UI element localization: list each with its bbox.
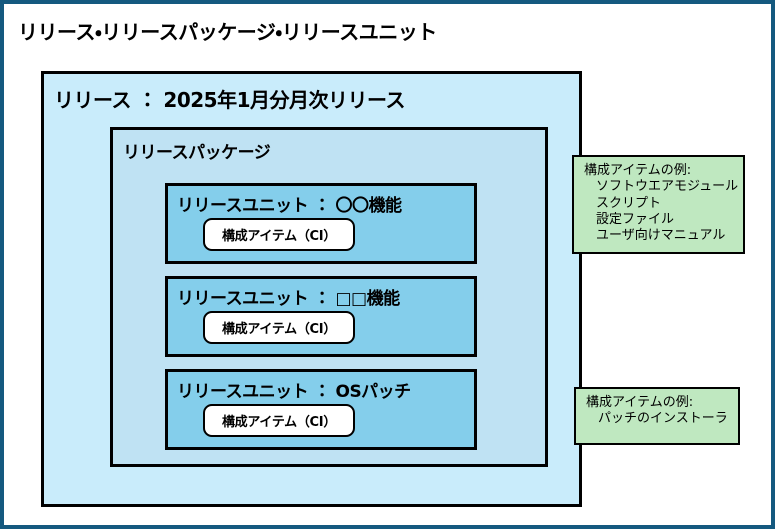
release-unit-box-3[interactable]: リリースユニット ： OSパッチ 構成アイテム（CI）	[165, 369, 477, 450]
callout-box-1: 構成アイテムの例: ソフトウエアモジュール スクリプト 設定ファイル ユーザ向け…	[572, 155, 745, 254]
configuration-item-label-3: 構成アイテム（CI）	[221, 415, 337, 430]
page-title: リリース・リリースパッケージ・リリースユニット	[18, 20, 437, 44]
configuration-item-pill-2[interactable]: 構成アイテム（CI）	[203, 311, 355, 344]
callout-list-item: パッチのインストーラ	[598, 411, 728, 427]
configuration-item-label-2: 構成アイテム（CI）	[221, 322, 337, 337]
callout-title-2: 構成アイテムの例:	[586, 395, 694, 410]
callout-list-item: スクリプト	[596, 195, 662, 211]
release-unit-label-2: リリースユニット ： □□機能	[177, 289, 400, 309]
callout-list-item: ソフトウエアモジュール	[596, 179, 739, 195]
callout-list-2: パッチのインストーラ	[586, 411, 730, 427]
release-box[interactable]: リリース ： 2025年1月分月次リリース リリースパッケージ リリースユニット…	[41, 71, 582, 507]
release-unit-label-1: リリースユニット ： 〇〇機能	[177, 196, 402, 216]
callout-list-item: ユーザ向けマニュアル	[596, 228, 726, 243]
release-unit-box-1[interactable]: リリースユニット ： 〇〇機能 構成アイテム（CI）	[165, 183, 477, 264]
callout-list-1: ソフトウエアモジュール スクリプト 設定ファイル ユーザ向けマニュアル	[584, 179, 739, 244]
configuration-item-pill-3[interactable]: 構成アイテム（CI）	[203, 404, 355, 437]
configuration-item-pill-1[interactable]: 構成アイテム（CI）	[203, 218, 355, 251]
release-package-box[interactable]: リリースパッケージ リリースユニット ： 〇〇機能 構成アイテム（CI） リリー…	[110, 127, 548, 467]
release-unit-label-3: リリースユニット ： OSパッチ	[177, 382, 411, 402]
release-package-label: リリースパッケージ	[123, 143, 271, 163]
configuration-item-label-1: 構成アイテム（CI）	[221, 229, 337, 244]
release-unit-box-2[interactable]: リリースユニット ： □□機能 構成アイテム（CI）	[165, 276, 477, 357]
callout-box-2: 構成アイテムの例: パッチのインストーラ	[574, 387, 740, 445]
callout-list-item: 設定ファイル	[596, 211, 675, 227]
callout-title-1: 構成アイテムの例:	[584, 163, 692, 178]
release-label: リリース ： 2025年1月分月次リリース	[54, 88, 406, 112]
